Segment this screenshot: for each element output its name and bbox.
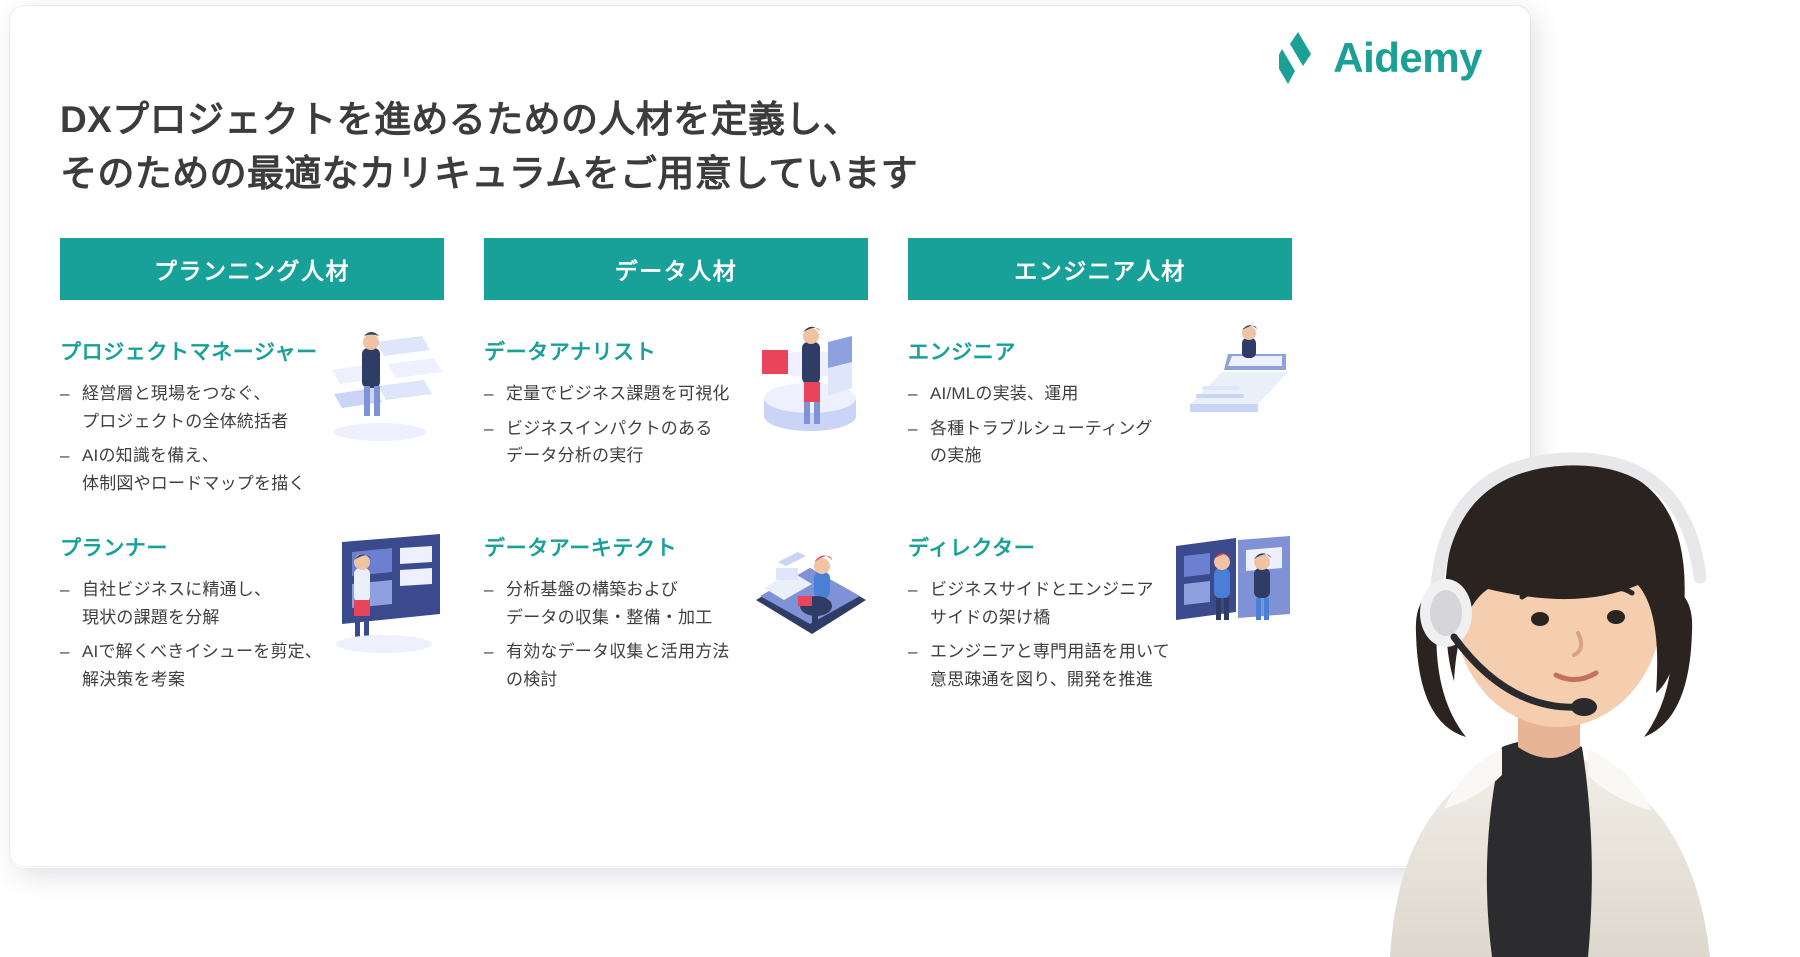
- role-title: ディレクター: [908, 537, 1036, 560]
- bullet-dash: –: [908, 580, 918, 599]
- role-bullets: – 定量でビジネス課題を可視化 – ビジネスインパクトのある データ分析の実行: [484, 380, 868, 470]
- list-item: – 自社ビジネスに精通し、 現状の課題を分解: [60, 576, 444, 631]
- role-title: データアーキテクト: [484, 537, 678, 560]
- list-item: – ビジネスインパクトのある データ分析の実行: [484, 415, 868, 470]
- list-item: – 定量でビジネス課題を可視化: [484, 380, 868, 408]
- bullet-dash: –: [484, 642, 494, 662]
- role-bullets: – 経営層と現場をつなぐ、 プロジェクトの全体統括者 – AIの知識を備え、 体…: [60, 380, 444, 497]
- slide-card: Aidemy DXプロジェクトを進めるための人材を定義し、 そのための最適なカリ…: [10, 6, 1530, 866]
- brand-logo: Aidemy: [1275, 32, 1482, 84]
- brand-logo-text: Aidemy: [1333, 34, 1482, 81]
- list-item: – AIで解くべきイシューを剪定、 解決策を考案: [60, 638, 444, 693]
- column-header-planning: プランニング人材: [60, 238, 444, 300]
- role-data-architect: データアーキテクト – 分析基盤の構築および データの収集・整備・加工 – 有効…: [484, 532, 868, 700]
- bullet-text: エンジニアと専門用語を用いて 意思疎通を図り、開発を推進: [930, 642, 1170, 689]
- role-planner: プランナー – 自社ビジネスに精通し、 現状の課題を分解 – AIで解くべきイシ…: [60, 532, 444, 700]
- bullet-dash: –: [484, 384, 494, 403]
- column-data: データ人材: [484, 238, 868, 700]
- bullet-dash: –: [908, 642, 918, 662]
- role-engineer: エンジニア – AI/MLの実装、運用 – 各種トラブルシューティング の実施: [908, 325, 1292, 504]
- role-data-analyst: データアナリスト – 定量でビジネス課題を可視化 – ビジネスインパクトのある …: [484, 326, 868, 504]
- page-title: DXプロジェクトを進めるための人材を定義し、 そのための最適なカリキュラムをご用…: [60, 98, 918, 194]
- list-item: – 各種トラブルシューティング の実施: [908, 415, 1292, 470]
- role-director: ディレクター – ビジネスサイドとエンジニア サイドの架け橋 – エンジニアと専…: [908, 532, 1292, 700]
- column-planning: プランニング人材: [60, 238, 444, 700]
- role-bullets: – 分析基盤の構築および データの収集・整備・加工 – 有効なデータ収集と活用方…: [484, 576, 868, 693]
- bullet-text: ビジネスサイドとエンジニア サイドの架け橋: [930, 580, 1154, 627]
- bullet-dash: –: [908, 384, 918, 403]
- role-title: エンジニア: [908, 341, 1016, 364]
- list-item: – エンジニアと専門用語を用いて 意思疎通を図り、開発を推進: [908, 638, 1292, 693]
- bullet-text: 自社ビジネスに精通し、 現状の課題を分解: [82, 580, 272, 627]
- bullet-dash: –: [60, 384, 70, 403]
- bullet-text: 分析基盤の構築および データの収集・整備・加工: [506, 580, 713, 627]
- bullet-dash: –: [484, 418, 494, 438]
- role-bullets: – AI/MLの実装、運用 – 各種トラブルシューティング の実施: [908, 380, 1292, 470]
- list-item: – AI/MLの実装、運用: [908, 380, 1292, 408]
- bullet-dash: –: [908, 418, 918, 438]
- bullet-dash: –: [60, 642, 70, 662]
- bullet-text: ビジネスインパクトのある データ分析の実行: [506, 418, 713, 466]
- list-item: – AIの知識を備え、 体制図やロードマップを描く: [60, 442, 444, 497]
- role-columns: プランニング人材: [60, 238, 1292, 700]
- bullet-text: 各種トラブルシューティング の実施: [930, 418, 1153, 466]
- bullet-dash: –: [484, 580, 494, 599]
- bullet-text: 有効なデータ収集と活用方法 の検討: [506, 642, 730, 689]
- role-title: データアナリスト: [484, 341, 657, 364]
- role-bullets: – ビジネスサイドとエンジニア サイドの架け橋 – エンジニアと専門用語を用いて…: [908, 576, 1292, 693]
- bullet-text: AIの知識を備え、 体制図やロードマップを描く: [82, 446, 306, 493]
- list-item: – 有効なデータ収集と活用方法 の検討: [484, 638, 868, 693]
- list-item: – ビジネスサイドとエンジニア サイドの架け橋: [908, 576, 1292, 631]
- bullet-text: 経営層と現場をつなぐ、 プロジェクトの全体統括者: [82, 384, 289, 431]
- bullet-text: AIで解くべきイシューを剪定、 解決策を考案: [82, 642, 323, 689]
- column-engineer: エンジニア人材: [908, 238, 1292, 700]
- role-project-manager: プロジェクトマネージャー – 経営層と現場をつなぐ、 プロジェクトの全体統括者 …: [60, 332, 444, 504]
- bullet-text: 定量でビジネス課題を可視化: [506, 384, 730, 403]
- bullet-text: AI/MLの実装、運用: [930, 384, 1079, 403]
- role-title: プランナー: [60, 537, 168, 560]
- list-item: – 経営層と現場をつなぐ、 プロジェクトの全体統括者: [60, 380, 444, 435]
- aidemy-chevron-mark-icon: [1275, 32, 1323, 84]
- list-item: – 分析基盤の構築および データの収集・整備・加工: [484, 576, 868, 631]
- role-bullets: – 自社ビジネスに精通し、 現状の課題を分解 – AIで解くべきイシューを剪定、…: [60, 576, 444, 693]
- bullet-dash: –: [60, 446, 70, 466]
- column-header-engineer: エンジニア人材: [908, 238, 1292, 300]
- column-header-data: データ人材: [484, 238, 868, 300]
- role-title: プロジェクトマネージャー: [60, 341, 318, 364]
- bullet-dash: –: [60, 580, 70, 599]
